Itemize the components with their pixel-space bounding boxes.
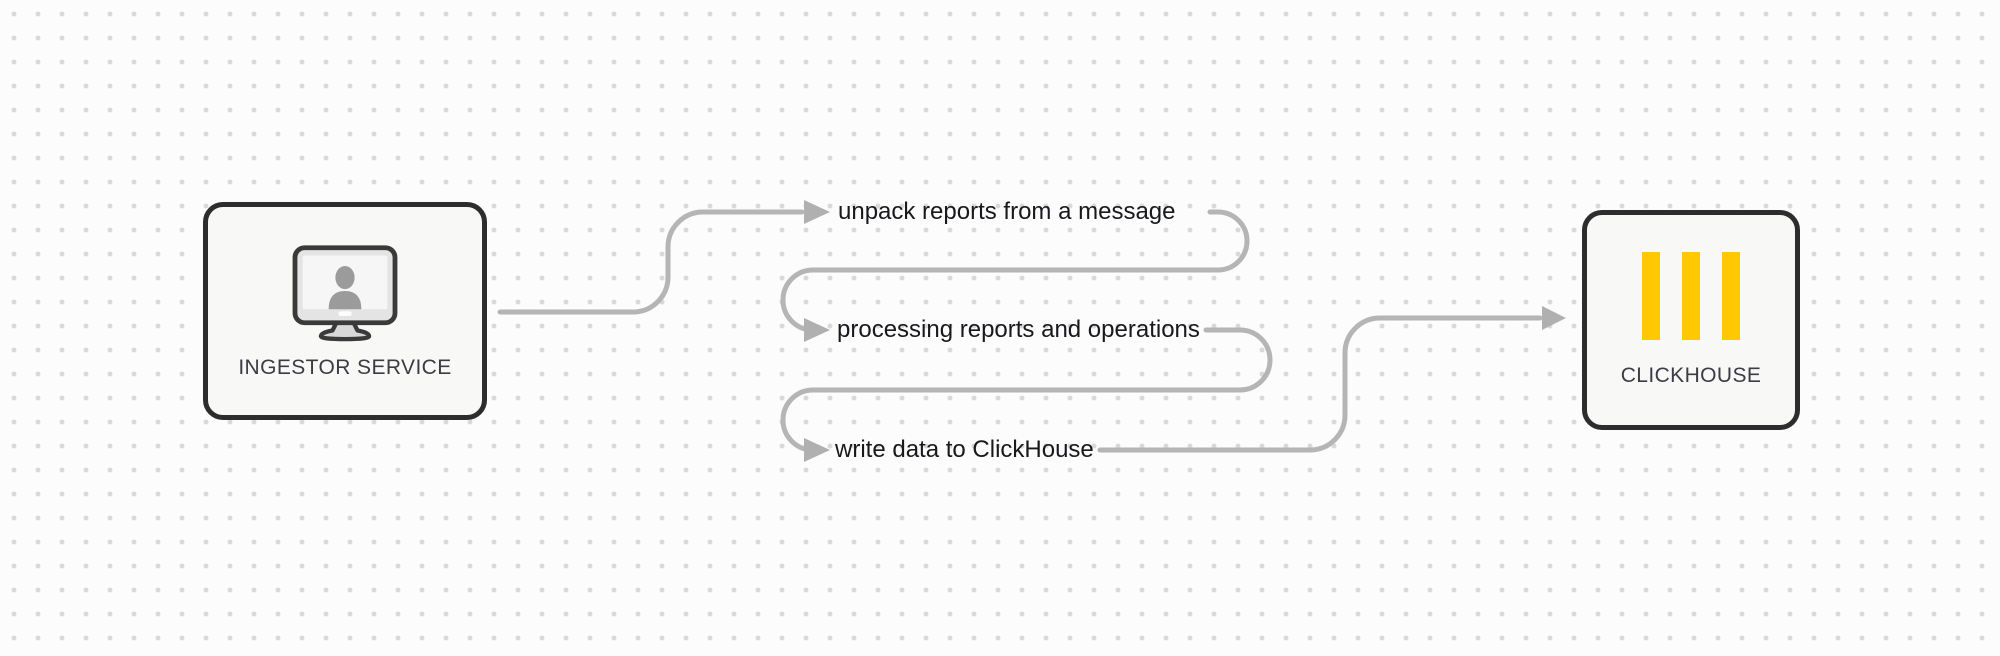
- connector-step1-to-step2: [780, 209, 1250, 333]
- clickhouse-bar-3: [1722, 252, 1740, 340]
- monitor-power-dash: [338, 311, 352, 317]
- clickhouse-label: CLICKHOUSE: [1620, 364, 1762, 387]
- monitor-user-icon: [292, 245, 398, 342]
- node-clickhouse: CLICKHOUSE: [1582, 210, 1800, 430]
- step-label-unpack-reports: unpack reports from a message: [838, 198, 1176, 225]
- node-ingestor-service: INGESTOR SERVICE: [203, 202, 487, 420]
- arrowhead-icon-step2: [804, 318, 830, 342]
- ingestor-service-label: INGESTOR SERVICE: [238, 356, 452, 379]
- connector-step3-to-clickhouse: [1097, 315, 1543, 453]
- connector-ingestor-to-step1: [497, 209, 805, 315]
- clickhouse-bars-icon: [1642, 252, 1740, 340]
- arrowhead-icon-clickhouse: [1542, 306, 1566, 330]
- monitor-stand: [318, 318, 372, 342]
- arrowhead-icon-step3: [804, 438, 830, 462]
- clickhouse-bar-2: [1682, 252, 1700, 340]
- step-label-write-data: write data to ClickHouse: [835, 436, 1094, 463]
- arrowhead-icon-step1: [804, 200, 830, 224]
- user-head: [335, 266, 355, 290]
- user-shoulders: [328, 291, 362, 310]
- step-label-processing-reports: processing reports and operations: [837, 316, 1200, 343]
- connector-step2-to-step3: [780, 327, 1273, 453]
- clickhouse-bar-1: [1642, 252, 1660, 340]
